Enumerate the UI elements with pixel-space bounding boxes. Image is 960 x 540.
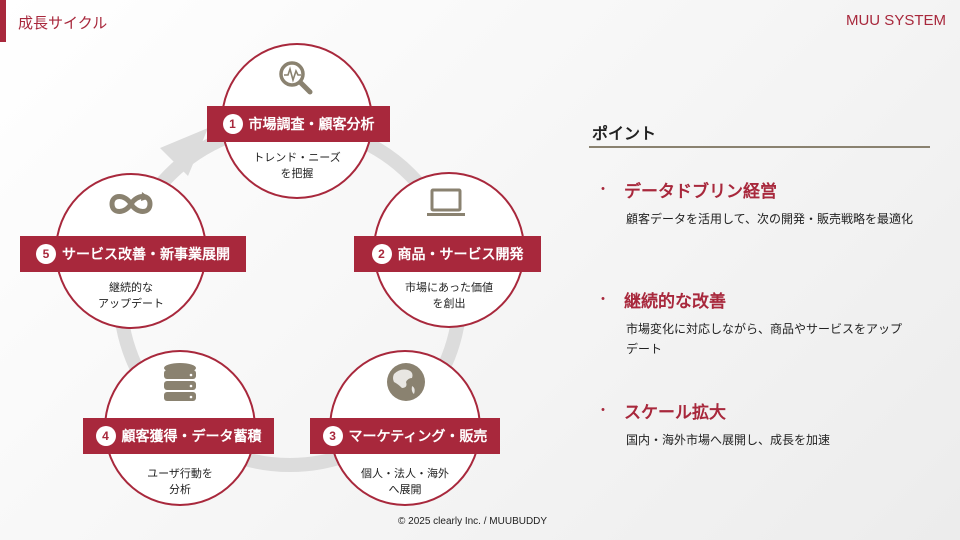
cycle-arrow-head <box>160 128 208 176</box>
laptop-icon <box>427 188 465 216</box>
step-desc-1: トレンド・ニーズ を把握 <box>222 150 372 182</box>
desc-line: 分析 <box>169 483 191 496</box>
brand-name: MUU SYSTEM <box>845 12 946 29</box>
desc-line: ユーザ行動を <box>147 467 213 480</box>
step-number: 2 <box>371 244 392 264</box>
step-title: サービス改善・新事業展開 <box>62 247 230 263</box>
point-body: 市場変化に対応しながら、商品やサービスをアップデート <box>626 322 903 356</box>
step-label-4: 4 顧客獲得・データ蓄積 <box>83 418 274 454</box>
desc-line: アップデート <box>98 297 164 310</box>
point-heading: スケール拡大 <box>624 403 726 423</box>
step-label-1: 1 市場調査・顧客分析 <box>207 106 390 142</box>
points-divider <box>589 146 930 148</box>
desc-line: 個人・法人・海外 <box>361 467 449 480</box>
title-accent-bar <box>0 0 6 42</box>
step-desc-3: 個人・法人・海外 へ展開 <box>330 466 480 498</box>
magnifier-pulse-icon <box>279 61 313 95</box>
infinity-loop-icon <box>109 192 153 214</box>
point-body: 国内・海外市場へ展開し、成長を加速 <box>626 433 831 447</box>
step-title: マーケティング・販売 <box>348 429 488 445</box>
point-heading: データドブリン経営 <box>624 182 777 202</box>
step-number: 4 <box>95 426 116 446</box>
step-label-2: 2 商品・サービス開発 <box>354 236 541 272</box>
globe-icon <box>387 363 425 401</box>
copyright-footer: © 2025 clearly Inc. / MUUBUDDY <box>398 516 548 527</box>
step-number: 1 <box>222 114 243 134</box>
desc-line: を創出 <box>432 297 466 310</box>
step-label-5: 5 サービス改善・新事業展開 <box>20 236 246 272</box>
point-heading: 継続的な改善 <box>624 292 726 312</box>
step-desc-4: ユーザ行動を 分析 <box>105 466 255 498</box>
desc-line: を把握 <box>280 167 314 180</box>
step-title: 市場調査・顧客分析 <box>248 117 375 133</box>
page-title: 成長サイクル <box>18 14 108 32</box>
bullet: ・ <box>596 182 610 198</box>
step-desc-2: 市場にあった価値 を創出 <box>374 280 524 312</box>
database-icon <box>164 363 196 401</box>
desc-line: へ展開 <box>388 483 422 496</box>
desc-line: 市場にあった価値 <box>405 281 493 294</box>
step-desc-5: 継続的な アップデート <box>56 280 206 312</box>
bullet: ・ <box>596 403 610 419</box>
desc-line: 継続的な <box>109 281 153 294</box>
bullet: ・ <box>596 292 610 308</box>
step-label-3: 3 マーケティング・販売 <box>310 418 500 454</box>
step-title: 商品・サービス開発 <box>397 247 524 263</box>
step-number: 5 <box>36 244 56 264</box>
desc-line: トレンド・ニーズ <box>253 151 341 164</box>
step-title: 顧客獲得・データ蓄積 <box>121 429 262 445</box>
step-number: 3 <box>322 426 343 446</box>
points-title: ポイント <box>592 124 657 143</box>
point-body: 顧客データを活用して、次の開発・販売戦略を最適化 <box>626 212 914 226</box>
